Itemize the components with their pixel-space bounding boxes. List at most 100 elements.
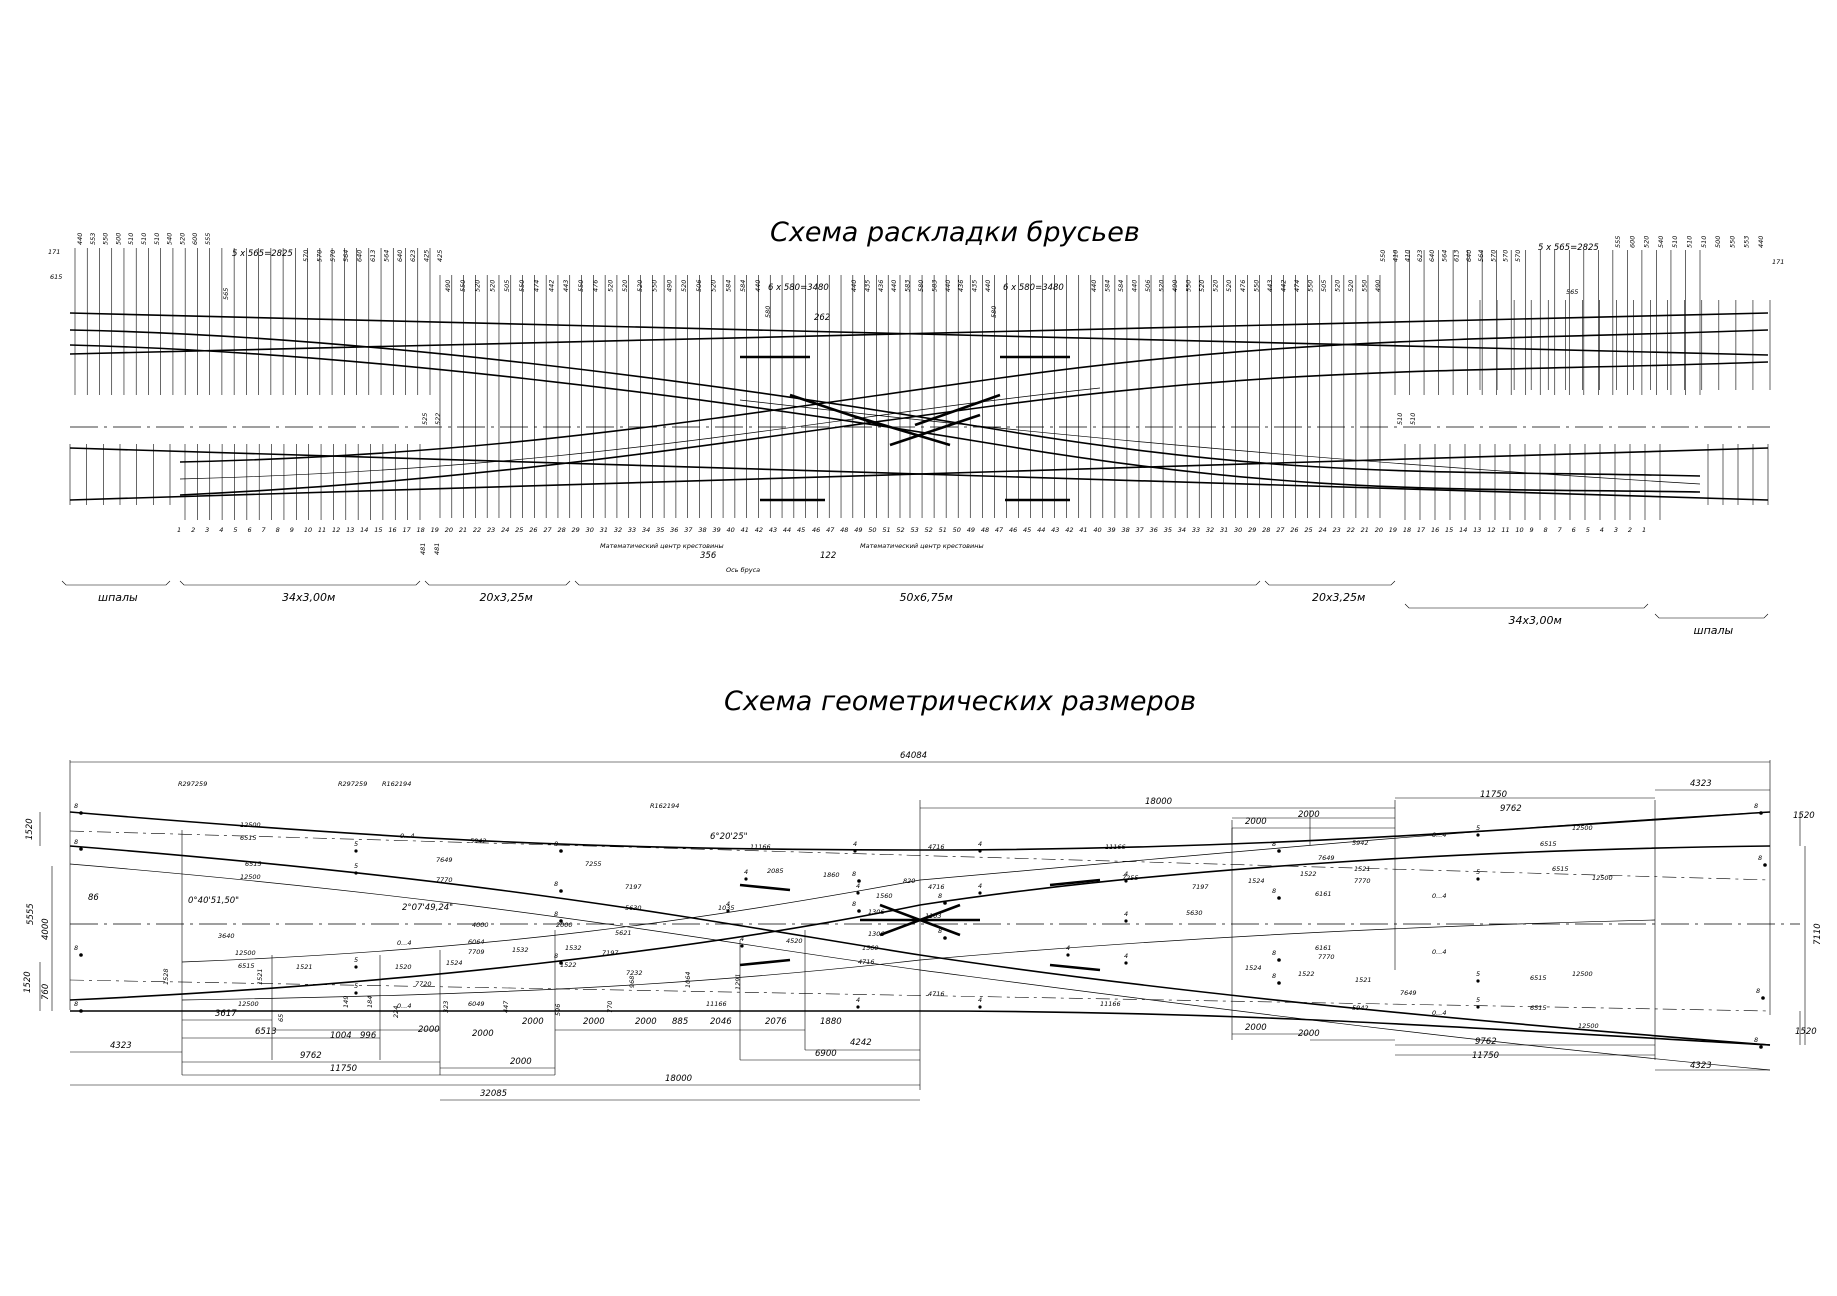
spacing-number: 520: [1225, 280, 1233, 292]
lbl-11166a: 11166: [750, 843, 771, 851]
spacing-number: 520: [1198, 280, 1206, 292]
lbl-12500c: 12500: [235, 949, 256, 957]
vertical-dim-l1528: 1528: [162, 968, 170, 985]
rail-div-1: [179, 329, 1769, 463]
lbl-12500a: 12500: [240, 821, 261, 829]
point-8: 8: [554, 952, 558, 960]
rblbl-1522: 1522: [1298, 970, 1315, 978]
radius-1: R297259: [178, 780, 207, 788]
tie-number: 3: [205, 526, 209, 534]
tie-number: 52: [896, 526, 904, 534]
tie-number: 31: [600, 526, 608, 534]
vertical-dim-v149: 149: [342, 996, 350, 1008]
geo-axis-1: [69, 830, 1771, 881]
tie-number: 30: [1234, 526, 1242, 534]
point-dot: [1124, 961, 1128, 965]
spacing-number: 570: [1502, 250, 1510, 262]
tie-number: 44: [783, 526, 791, 534]
point-dot: [1277, 981, 1281, 985]
d510b: 510: [1409, 413, 1417, 425]
spacing-number: 442: [547, 280, 555, 292]
point-8: 8: [74, 1000, 78, 1008]
lbl-1522: 1522: [560, 961, 577, 969]
tie-number: 53: [910, 526, 918, 534]
tie-number: 12: [332, 526, 340, 534]
point-4: 4: [978, 996, 982, 1004]
tie-number: 29: [1248, 526, 1256, 534]
tie-number: 16: [388, 526, 396, 534]
lbl-7232: 7232: [626, 969, 643, 977]
geometry-title: Схема геометрических размеров: [724, 686, 1196, 717]
spacing-number: 520: [1333, 280, 1341, 292]
tie-number: 2: [1628, 526, 1632, 534]
r4323: 4323: [1690, 1061, 1712, 1071]
tie-number: 44: [1037, 526, 1045, 534]
lbl-0-4b: 0...4: [397, 939, 411, 947]
lbl-1532b: 1532: [565, 944, 582, 952]
point-5: 5: [1476, 868, 1480, 876]
rblbl-12500a: 12500: [1572, 970, 1593, 978]
tie-number: 32: [1206, 526, 1214, 534]
ur-dims: [920, 789, 1770, 845]
tie-number: 45: [797, 526, 805, 534]
tie-number: 26: [529, 526, 537, 534]
d2000: 2000: [510, 1057, 532, 1067]
spacing-number: 600: [1628, 236, 1636, 248]
tie-number: 19: [1389, 526, 1397, 534]
tie-number: 42: [1065, 526, 1073, 534]
spacing-number: 520: [680, 280, 688, 292]
ties: [69, 248, 1771, 520]
group-label: 34х3,00м: [282, 591, 335, 604]
ext-lines: [69, 760, 1771, 1090]
point-5: 5: [354, 840, 358, 848]
rail-labels: 12500 6515 6515 12500 5942 0...4 7649 77…: [218, 821, 1613, 1030]
ur-4323: 4323: [1690, 779, 1712, 789]
spacing-number: 550: [518, 280, 526, 292]
spacing-number: 520: [1158, 280, 1166, 292]
point-dot: [354, 871, 358, 875]
point-dot: [1277, 958, 1281, 962]
spacing-number: 436: [957, 280, 965, 292]
tie-number: 47: [995, 526, 1004, 534]
point-5: 5: [354, 982, 358, 990]
point-dot: [1277, 849, 1281, 853]
math-center-right: Математический центр крестовины: [860, 542, 984, 550]
rlbl-7197: 7197: [1192, 883, 1209, 891]
point-4: 4: [1124, 952, 1128, 960]
tie-number: 38: [698, 526, 706, 534]
tie-number: 1: [177, 526, 181, 534]
tie-number: 40: [1093, 526, 1101, 534]
spacing-number: 564: [1440, 250, 1448, 262]
point-4: 4: [856, 996, 860, 1004]
tie-number: 23: [1333, 526, 1341, 534]
d565-left: 565: [222, 288, 230, 300]
spacing-number: 520: [1347, 280, 1355, 292]
tie-number: 23: [487, 526, 495, 534]
d4242: 4242: [850, 1038, 872, 1048]
spacing-number: 510: [1686, 236, 1694, 248]
overall-dim: 64084: [900, 751, 927, 761]
lbl-4520: 4520: [786, 937, 803, 945]
tie-number: 34: [642, 526, 650, 534]
d510a: 510: [1396, 413, 1404, 425]
spacing-number: 600: [191, 233, 199, 245]
spacing-number: 440: [1757, 236, 1765, 248]
point-dot: [857, 879, 861, 883]
tie-number: 14: [1459, 526, 1467, 534]
spacing-number: 540: [1657, 236, 1665, 248]
tie-number: 20: [1375, 526, 1383, 534]
spacing-number: 570: [329, 250, 337, 262]
d1520c: 1520: [23, 971, 33, 993]
rblbl-7770: 7770: [1318, 953, 1335, 961]
d481a: 481: [419, 543, 427, 555]
spacing-number: 440: [1090, 280, 1098, 292]
spacing-number: 520: [621, 280, 629, 292]
point-dot: [978, 849, 982, 853]
lbl-2000: 2000: [556, 921, 573, 929]
d4000: 4000: [41, 918, 51, 940]
rlbl-5630: 5630: [1186, 909, 1203, 917]
spacing-number: 623: [1416, 250, 1424, 262]
angle-2: 0°40'51,50": [188, 896, 239, 906]
tie-number: 27: [543, 526, 552, 534]
